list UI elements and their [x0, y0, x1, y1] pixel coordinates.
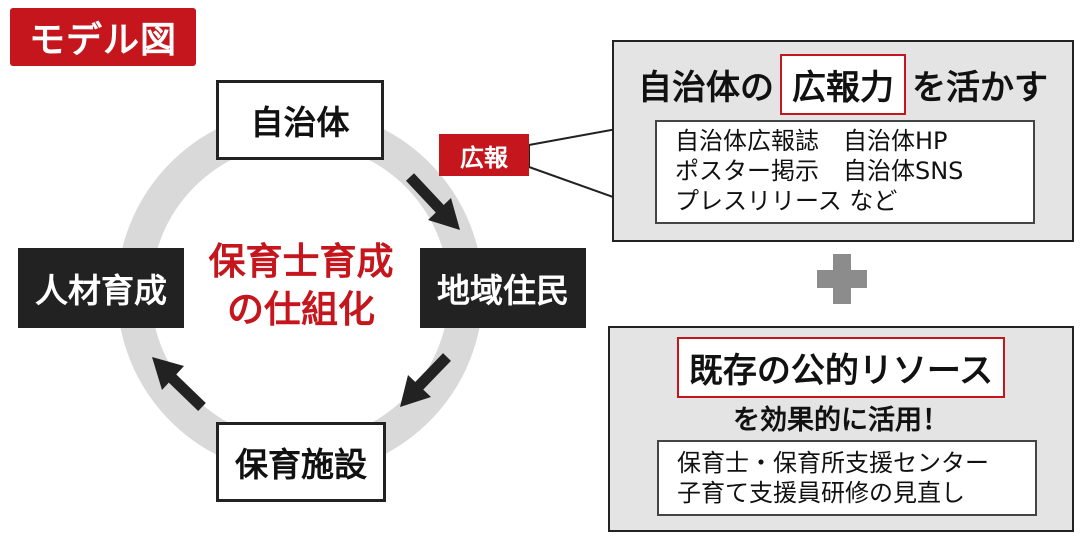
arrow-right-bottom-icon [400, 353, 451, 407]
panel-pr-heading-after: を活かす [912, 67, 1048, 108]
panel-pr-list: 自治体広報誌 自治体HP ポスター掲示 自治体SNS プレスリリース など [655, 120, 1035, 224]
list-item: 保育士・保育所支援センター [677, 449, 989, 477]
center-title: 保育士育成 の仕組化 [190, 238, 412, 354]
arrow-top-right-icon [405, 173, 460, 230]
panel-resources-list: 保育士・保育所支援センター 子育て支援員研修の見直し [657, 440, 1037, 516]
node-nursery: 保育施設 [216, 422, 386, 502]
center-title-line-1: 保育士育成 [208, 240, 394, 283]
plus-icon-vertical-bar [833, 254, 851, 304]
panel-pr-heading: 自治体の 広報力 を活かす [614, 53, 1072, 115]
panel-public-resources: 既存の公的リソース を効果的に活用！ 保育士・保育所支援センター 子育て支援員研… [608, 326, 1074, 532]
node-municipality: 自治体 [216, 80, 384, 160]
list-item: 子育て支援員研修の見直し [677, 479, 965, 507]
panel-resources-heading: 既存の公的リソース [610, 336, 1072, 398]
panel-pr-heading-highlight: 広報力 [780, 53, 906, 115]
panel-resources-subheading: を効果的に活用！ [733, 405, 949, 436]
title-tag: モデル図 [10, 8, 196, 66]
list-item: 自治体広報誌 自治体HP [675, 127, 948, 155]
panel-pr-heading-before: 自治体の [638, 67, 774, 108]
panel-resources-heading-highlight: 既存の公的リソース [676, 336, 1006, 398]
node-residents: 地域住民 [420, 248, 586, 328]
pr-callout-tag: 広報 [439, 134, 529, 176]
node-training: 人材育成 [18, 248, 184, 328]
list-item: プレスリリース など [675, 187, 898, 215]
list-item: ポスター掲示 自治体SNS [675, 157, 964, 185]
panel-public-relations: 自治体の 広報力 を活かす 自治体広報誌 自治体HP ポスター掲示 自治体SNS… [612, 40, 1074, 242]
center-title-line-2: の仕組化 [227, 288, 375, 331]
arrow-bottom-left-icon [152, 357, 206, 411]
